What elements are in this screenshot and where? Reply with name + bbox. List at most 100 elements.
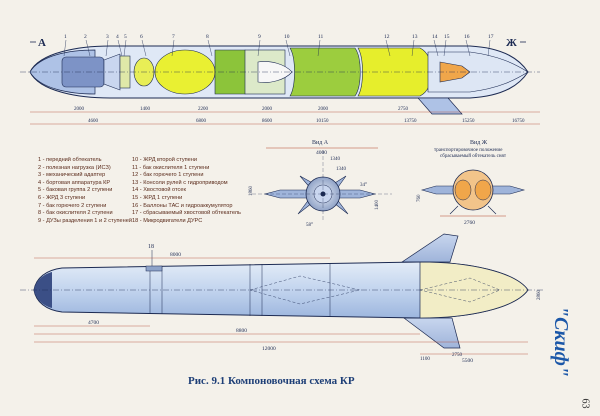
- legend-item: 4 - бортовая аппаратура КР: [38, 179, 111, 186]
- legend-item: 1 - передний обтекатель: [38, 157, 102, 163]
- top-dim-label-cumulative: 15250: [462, 119, 475, 124]
- legend-item: 15 - ЖРД 1 ступени: [132, 194, 183, 201]
- legend-item: 3 - механический адаптер: [38, 172, 106, 179]
- bottom-dim-2860: 2860: [537, 290, 542, 301]
- top-dim-label: 2000: [318, 107, 329, 112]
- legend-column-2: 10 - ЖРД второй ступени 11 - бак окислит…: [132, 157, 241, 225]
- part-leader-line: [433, 39, 439, 57]
- part-number-label: 7: [172, 34, 175, 40]
- view-zh-dim-2760: 2760: [464, 220, 475, 226]
- bottom-lower-fin: [402, 317, 461, 349]
- bottom-part-18: 18: [148, 244, 154, 250]
- part-leader-line: [63, 39, 67, 57]
- legend-item: 5 - баковая группа 2 ступени: [38, 187, 113, 194]
- legend-item: 12 - бак горючего 1 ступени: [132, 172, 204, 179]
- bottom-dusr-engine: [145, 265, 163, 272]
- view-a-title: Вид А: [312, 140, 329, 146]
- view-a-dim-1860: 1860: [249, 186, 254, 197]
- bottom-dim-5500: 5500: [462, 358, 473, 364]
- front-label: А: [38, 37, 46, 49]
- view-a-dim-width: 4000: [316, 150, 327, 156]
- top-dim-label-cumulative: 6800: [196, 119, 207, 124]
- figure-caption: Рис. 9.1 Компоновочная схема КР: [188, 375, 355, 387]
- part-number-label: 10: [284, 34, 290, 40]
- bottom-dim-4700: 4700: [88, 320, 99, 326]
- legend-item: 7 - бак горючего 2 ступени: [38, 202, 107, 209]
- bottom-view: 18 8000 4700 8800 12000 5500 1100 2750 2…: [20, 233, 545, 364]
- top-dim-label: 2200: [198, 107, 209, 112]
- view-a-dim-1400: 1400: [375, 200, 380, 211]
- page-number: 63: [579, 398, 591, 409]
- part-leader-line: [285, 39, 291, 57]
- part-leader-line: [141, 39, 147, 57]
- bottom-dim-8800: 8800: [236, 328, 247, 334]
- legend-column-1: 1 - передний обтекатель 2 - полезная наг…: [38, 157, 132, 225]
- view-zh-nozzle-left: [454, 179, 472, 201]
- legend-item: 10 - ЖРД второй ступени: [132, 157, 197, 163]
- top-fin: [417, 97, 463, 115]
- part-leader-line: [171, 39, 175, 57]
- top-dim-label: 2000: [262, 107, 273, 112]
- legend-item: 8 - бак окислителя 2 ступени: [38, 210, 113, 217]
- view-zh: Вид Ж транспортировочное положение сбрас…: [417, 140, 526, 226]
- legend-item: 14 - Хвостовой отсек: [132, 187, 186, 194]
- top-dim-label-cumulative: 4600: [88, 119, 99, 124]
- legend-item: 6 - ЖРД 3 ступени: [38, 194, 86, 201]
- top-dim-label: 2000: [74, 107, 85, 112]
- part-number-label: 2: [84, 34, 87, 40]
- top-dim-label-cumulative: 8600: [262, 119, 273, 124]
- part-number-label: 1: [64, 34, 67, 40]
- part-leader-line: [123, 39, 127, 57]
- part-number-label: 13: [412, 34, 418, 40]
- view-zh-dim-760: 760: [417, 194, 422, 202]
- part-number-label: 11: [318, 34, 324, 40]
- top-dim-label: 2750: [398, 107, 409, 112]
- legend-item: 17 - сбрасываемый хвостовой обтекатель: [132, 210, 241, 217]
- legend-item: 13 - Консоли рулей с гидроприводом: [132, 179, 228, 186]
- part-leader-line: [411, 39, 415, 57]
- part-number-label: 4: [116, 34, 119, 40]
- legend-item: 16 - Баллоны ТАС и гидроаккумулятор: [132, 202, 233, 209]
- part-number-label: 16: [464, 34, 470, 40]
- view-zh-title: Вид Ж: [470, 140, 488, 146]
- part-leader-line: [443, 39, 447, 57]
- top-dim-label-cumulative: 10150: [316, 119, 329, 124]
- part-number-label: 3: [106, 34, 109, 40]
- part-number-label: 9: [258, 34, 261, 40]
- part-leader-line: [487, 39, 491, 57]
- legend-item: 11 - бак окислителя 1 ступени: [132, 164, 210, 171]
- top-dim-label-cumulative: 13750: [404, 119, 417, 124]
- part-number-label: 12: [384, 34, 390, 40]
- view-a: Вид А 4000 1340 1340 1860 1400 34° 58°: [249, 140, 392, 228]
- part-number-label: 17: [488, 34, 494, 40]
- view-zh-subtitle-1: транспортировочное положение: [434, 148, 503, 153]
- legend-item: 9 - ДУЗы разделения 1 и 2 ступеней: [38, 217, 132, 224]
- part-number-label: 5: [124, 34, 127, 40]
- part-leader-line: [257, 39, 261, 57]
- view-a-dim-1340b: 1340: [336, 167, 347, 172]
- part-number-label: 15: [444, 34, 450, 40]
- rear-label: Ж: [506, 37, 517, 49]
- part-leader-line: [385, 39, 391, 57]
- top-dim-label: 1400: [140, 107, 151, 112]
- bottom-dim-2750: 2750: [452, 353, 463, 358]
- view-zh-subtitle-2: сбрасываемый обтекатель снят: [440, 154, 507, 159]
- part-number-label: 6: [140, 34, 143, 40]
- bottom-dim-8000: 8000: [170, 252, 181, 258]
- side-brand: "Скиф": [549, 305, 572, 378]
- part-leader-line: [317, 39, 321, 57]
- view-a-angle-34: 34°: [360, 183, 367, 188]
- part-number-label: 8: [206, 34, 209, 40]
- bottom-dim-12000: 12000: [262, 346, 276, 352]
- view-zh-nozzle-right: [474, 179, 492, 201]
- bottom-upper-fin: [400, 233, 459, 263]
- part-number-label: 14: [432, 34, 438, 40]
- part-leader-line: [465, 39, 471, 57]
- part-leader-line: [105, 39, 109, 57]
- part-leader-line: [207, 39, 213, 57]
